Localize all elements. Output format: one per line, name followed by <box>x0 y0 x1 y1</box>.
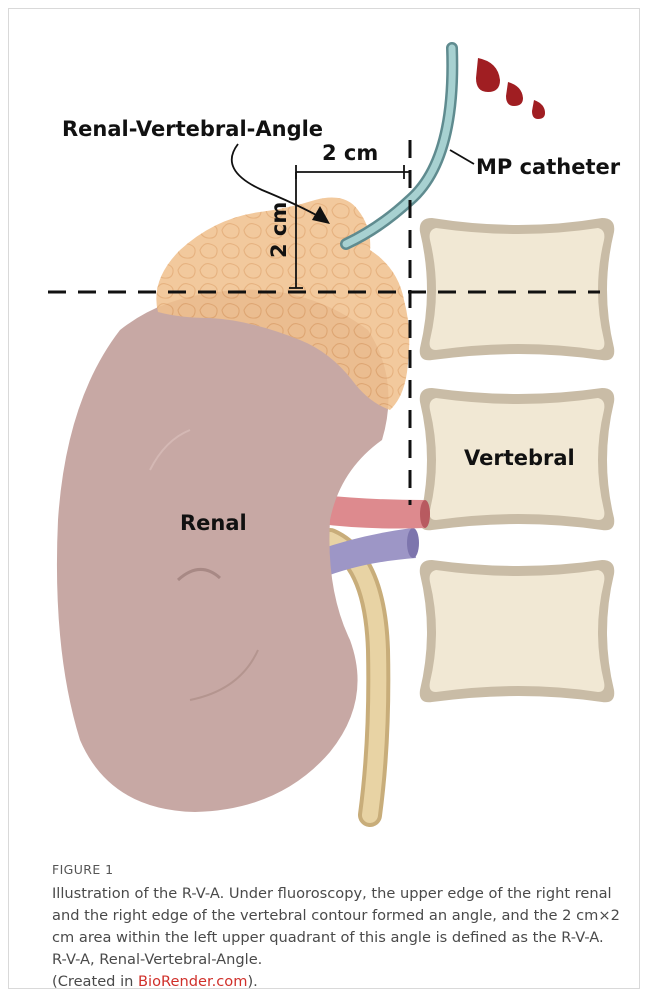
catheter-label: MP catheter <box>476 155 621 179</box>
anatomy-illustration: Renal-Vertebral-Angle 2 cm 2 cm MP cathe… <box>0 0 648 850</box>
angle-label: Renal-Vertebral-Angle <box>62 117 323 141</box>
vertical-measure-label: 2 cm <box>267 202 291 258</box>
vertebra-lower <box>420 560 615 702</box>
caption-body: Illustration of the R-V-A. Under fluoros… <box>52 885 620 968</box>
caption-text: Illustration of the R-V-A. Under fluoros… <box>52 883 622 993</box>
horizontal-measure-bracket <box>296 165 410 179</box>
figure-number: FIGURE 1 <box>52 862 622 877</box>
credit-suffix: ). <box>247 973 257 990</box>
catheter-pointer-line <box>450 150 474 164</box>
renal-label: Renal <box>180 511 247 535</box>
blood-drops-icon <box>476 58 545 119</box>
vertebra-upper <box>420 218 615 360</box>
vertebral-label: Vertebral <box>464 446 575 470</box>
renal-artery <box>320 495 430 529</box>
figure-caption: FIGURE 1 Illustration of the R-V-A. Unde… <box>52 862 622 993</box>
biorender-link[interactable]: BioRender.com <box>138 973 247 990</box>
horizontal-measure-label: 2 cm <box>322 141 378 165</box>
credit-prefix: (Created in <box>52 973 138 990</box>
